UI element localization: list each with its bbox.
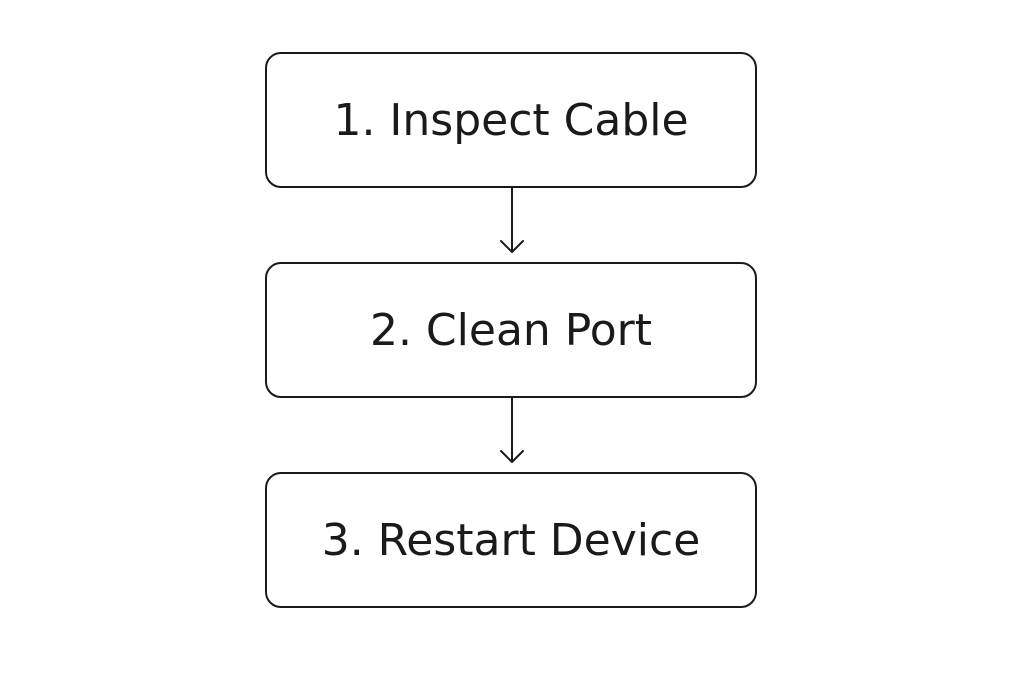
arrow-down-icon <box>500 188 524 253</box>
arrow-down-icon <box>500 398 524 463</box>
step-box-clean-port: 2. Clean Port <box>265 262 757 398</box>
step-label: 1. Inspect Cable <box>333 94 689 146</box>
step-label: 3. Restart Device <box>321 514 701 566</box>
step-label: 2. Clean Port <box>369 304 653 356</box>
step-box-inspect-cable: 1. Inspect Cable <box>265 52 757 188</box>
step-box-restart-device: 3. Restart Device <box>265 472 757 608</box>
